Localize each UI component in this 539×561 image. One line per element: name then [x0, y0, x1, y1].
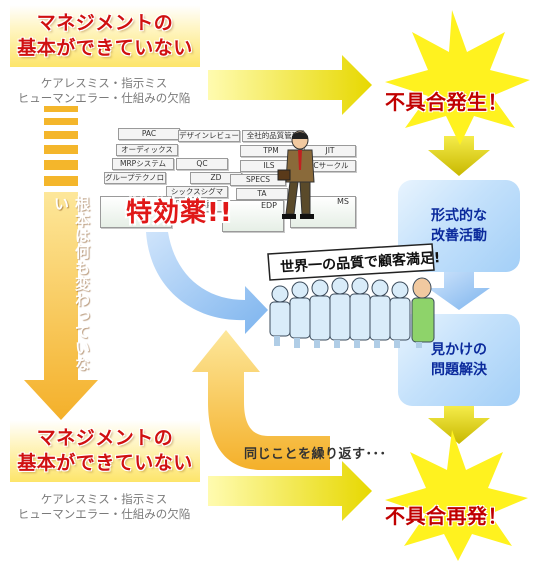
arrow-loop-orange — [192, 330, 330, 470]
worker-crowd-illustration — [267, 243, 435, 348]
method-card: PAC — [118, 128, 180, 140]
detail-line2: ヒューマンエラー・仕組みの欠陥 — [17, 507, 191, 521]
method-card-label: MS — [337, 197, 349, 206]
arrow-down-2 — [428, 272, 490, 310]
method-card-large — [100, 196, 172, 228]
method-card: ZD — [190, 172, 242, 184]
formal-improvement-box: 形式的な 改善活動 — [398, 180, 520, 272]
method-card: SPECS — [230, 174, 286, 186]
burst-top — [385, 10, 530, 145]
method-card: グループテクノロジー — [104, 172, 166, 184]
box-line1: 見かけの — [431, 342, 487, 358]
management-detail-top: ケアレスミス・指示ミス ヒューマンエラー・仕組みの欠陥 — [4, 76, 204, 106]
detail-line2: ヒューマンエラー・仕組みの欠陥 — [17, 91, 191, 105]
defect-recurrence-label: 不具合再発！ — [385, 504, 508, 528]
method-card: シックスシグマ — [166, 186, 228, 198]
method-card: ILS — [240, 160, 298, 172]
management-title-line2: 基本ができていない — [17, 452, 193, 474]
miracle-cure-label: 特効薬!! — [126, 198, 233, 228]
burst-bottom — [385, 430, 528, 561]
worker-crowd: 世界一の品質で顧客満足! — [262, 240, 442, 350]
detail-line1: ケアレスミス・指示ミス — [40, 76, 168, 90]
arrow-left-down — [24, 106, 98, 420]
vertical-arrow-label: 根本は何も変わっていない — [52, 196, 91, 372]
arrow-down-1 — [428, 136, 490, 176]
management-detail-bottom: ケアレスミス・指示ミス ヒューマンエラー・仕組みの欠陥 — [4, 492, 204, 522]
businessman-icon — [277, 130, 315, 219]
management-title-line1: マネジメントの — [36, 427, 174, 449]
method-card: MRPシステム — [112, 158, 174, 170]
method-card: 全社的品質管理 — [242, 130, 304, 142]
box-line1: 形式的な — [431, 208, 487, 224]
arrow-bottom-right — [208, 461, 372, 521]
method-card: デザインレビュー — [178, 130, 240, 142]
management-title-line2: 基本ができていない — [17, 37, 193, 59]
method-card: オーディックス — [116, 144, 178, 156]
repeat-loop-label: 同じことを繰り返す･･･ — [244, 447, 387, 462]
method-card-label: EDP — [260, 201, 277, 210]
management-problem-box-bottom: マネジメントの 基本ができていない — [10, 420, 200, 482]
method-card: TA — [236, 188, 288, 200]
arrow-curve-blue — [146, 232, 268, 334]
management-problem-box-top: マネジメントの 基本ができていない — [10, 5, 200, 67]
box-line2: 問題解決 — [431, 362, 487, 378]
detail-line1: ケアレスミス・指示ミス — [40, 492, 168, 506]
defect-occurrence-label: 不具合発生！ — [385, 90, 508, 114]
arrow-top-right — [208, 55, 372, 115]
management-title-line1: マネジメントの — [36, 12, 174, 34]
box-line2: 改善活動 — [431, 228, 487, 244]
method-card-large: EDP — [222, 200, 284, 232]
arrow-down-3 — [428, 406, 490, 444]
method-card: QC — [176, 158, 228, 170]
